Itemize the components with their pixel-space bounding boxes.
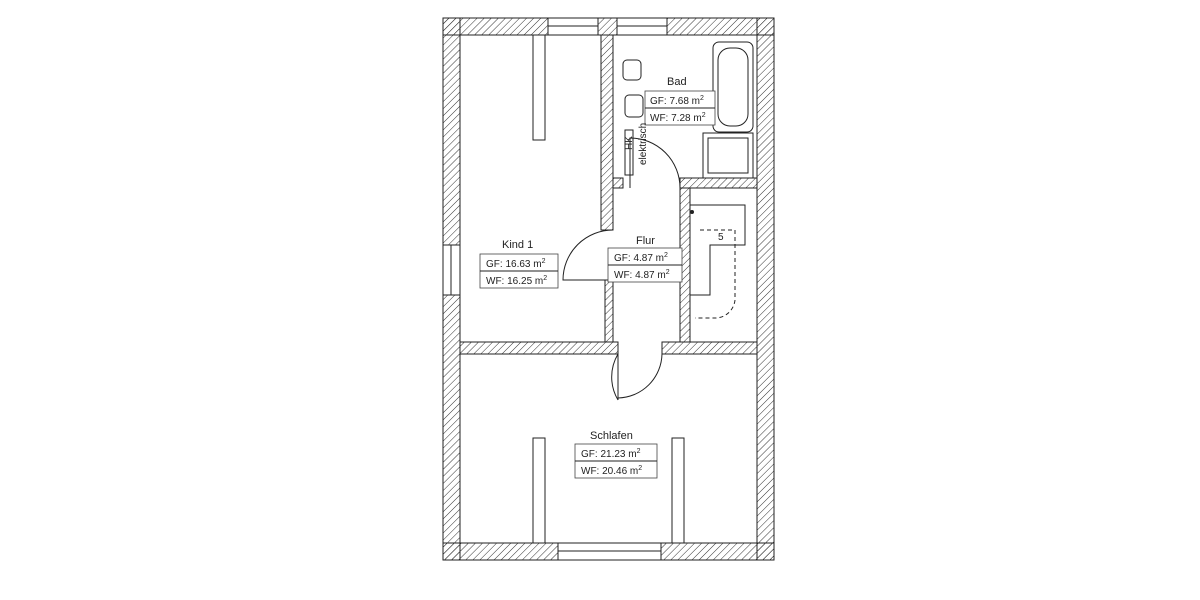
unit-superscript: 2 — [700, 95, 704, 102]
outer-walls — [442, 17, 775, 561]
room-schlafen-wf: WF: 20.46 m2 — [581, 465, 642, 477]
room-kind1: Kind 1 GF: 16.63 m2 WF: 16.25 m2 — [479, 239, 559, 289]
room-bad-wf: WF: 7.28 m2 — [650, 112, 706, 124]
room-flur-wf: WF: 4.87 m2 — [614, 269, 670, 281]
unit-superscript: 2 — [543, 275, 547, 282]
unit-superscript: 2 — [702, 112, 706, 119]
unit-superscript: 2 — [542, 258, 546, 265]
room-bad: Bad GF: 7.68 m2 WF: 7.28 m2 — [644, 76, 716, 126]
unit-superscript: 2 — [637, 448, 641, 455]
unit-superscript: 2 — [664, 252, 668, 259]
room-kind1-wf: WF: 16.25 m2 — [486, 275, 547, 287]
room-kind1-name: Kind 1 — [502, 239, 533, 251]
room-bad-name: Bad — [667, 76, 687, 88]
room-flur-gf: GF: 4.87 m2 — [614, 252, 668, 264]
doors — [562, 137, 681, 401]
room-flur: Flur GF: 4.87 m2 WF: 4.87 m2 — [607, 235, 683, 283]
room-flur-name: Flur — [636, 235, 655, 247]
inner-walls — [459, 34, 758, 355]
room-schlafen: Schlafen GF: 21.23 m2 WF: 20.46 m2 — [574, 430, 658, 479]
unit-superscript: 2 — [638, 465, 642, 472]
room-kind1-gf: GF: 16.63 m2 — [486, 258, 546, 270]
windows — [442, 17, 668, 561]
stair-step-label: 5 — [718, 232, 724, 243]
room-fixtures — [532, 34, 685, 544]
room-bad-gf: GF: 7.68 m2 — [650, 95, 704, 107]
heater-label: HK — [624, 136, 635, 150]
room-schlafen-gf: GF: 21.23 m2 — [581, 448, 641, 460]
unit-superscript: 2 — [666, 269, 670, 276]
heater-sublabel: elektrisch — [638, 123, 649, 165]
stairs — [689, 204, 746, 319]
bathroom-fixtures — [622, 41, 754, 179]
room-schlafen-name: Schlafen — [590, 430, 633, 442]
